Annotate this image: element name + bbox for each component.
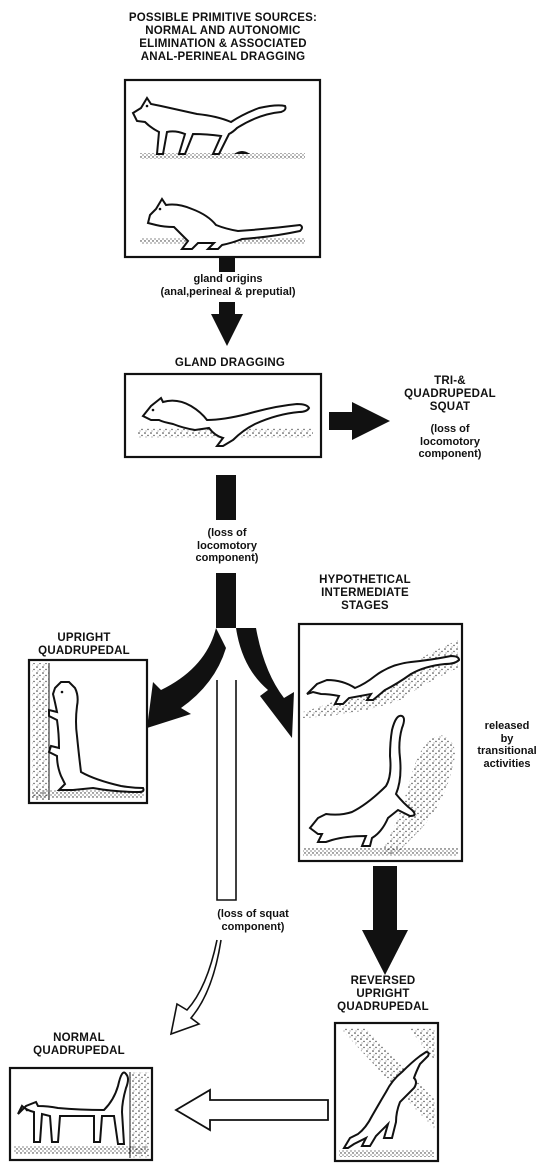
arrow-loss-of-squat	[171, 680, 236, 1034]
arrow-trunk-loss-locomotory	[147, 475, 294, 738]
panel-gland-dragging	[125, 374, 321, 457]
arrow-to-normal-quadrupedal	[176, 1090, 328, 1130]
arrow-left-fork	[147, 628, 226, 728]
panel-reversed-upright	[335, 1023, 438, 1161]
arrow-right-fork	[236, 628, 294, 738]
arrow-to-tri-squat	[329, 402, 390, 440]
panel-normal-quadrupedal	[10, 1068, 152, 1160]
arrow-to-gland-dragging	[211, 258, 243, 346]
arrow-to-reversed-upright	[362, 866, 408, 975]
panel-upright-quadrupedal	[29, 660, 147, 803]
panel-hypothetical-stages	[299, 624, 462, 861]
ground-strip	[140, 153, 305, 159]
panel-primitive-sources	[125, 80, 320, 257]
